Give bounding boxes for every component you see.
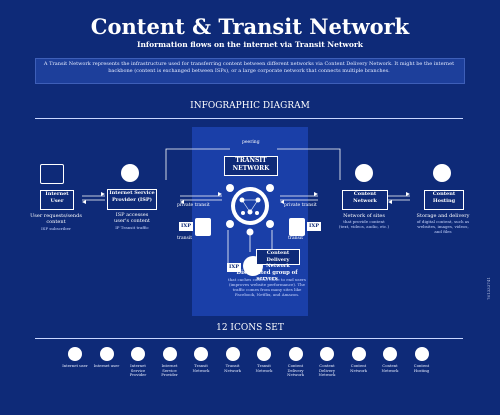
ixp-bottom-badge: IXP <box>227 263 241 272</box>
icon-set-label: Content Hosting <box>413 363 430 373</box>
icon-set-label: Transit Network <box>192 363 210 373</box>
cdn-caption-title: Distributed group of servers <box>236 270 298 282</box>
icon-set-label: Content Network <box>381 363 399 373</box>
cdn-server-icon <box>288 347 303 361</box>
icon-set-label: Internet Service Provider <box>129 363 147 377</box>
hosting-server-icon <box>433 164 451 182</box>
icon-set-item: Transit Network <box>249 347 279 373</box>
icon-set-item: Content Network <box>344 347 374 373</box>
transit-cloud-icon <box>257 347 271 361</box>
transit-globe-icon <box>226 184 274 236</box>
icon-set-label: Transit Network <box>224 363 241 373</box>
content-network-caption: Network of sites <box>343 213 385 219</box>
icon-set-label: Internet user <box>93 363 120 368</box>
icon-set-item: Content Network <box>375 347 405 373</box>
icon-set-item: Transit Network <box>218 347 248 373</box>
icons-row: Internet user Internet user Internet Servi… <box>60 347 440 387</box>
cdn-cloud-icon <box>320 347 334 361</box>
content-network-icon <box>355 164 373 182</box>
ixp-server-left-icon <box>195 218 211 236</box>
isp-caption: ISP accesses user's content <box>114 212 150 224</box>
transit-left-label: transit <box>177 236 193 241</box>
icon-set-item: Content Hosting <box>407 347 437 373</box>
isp-building-icon <box>162 347 177 361</box>
icon-set-label: Content Delivery Network <box>287 363 304 377</box>
icon-set-label: Internet user <box>62 363 88 368</box>
icon-set-item: Internet Service Provider <box>155 347 185 378</box>
user-icon <box>99 347 114 361</box>
ixp-right-badge: IXP <box>307 222 321 231</box>
cdn-box: Content Delivery Network <box>256 249 300 269</box>
isp-tower-icon <box>131 347 145 361</box>
icon-set-item: Internet Service Provider <box>123 347 153 378</box>
description-box <box>35 58 465 84</box>
private-transit-right-label: private transit <box>284 203 317 208</box>
isp-box: Internet Service Provider (ISP) <box>107 189 157 210</box>
transit-right-label: transit <box>288 236 304 241</box>
icon-set-label: Transit Network <box>255 363 273 373</box>
internet-user-detail: ISP subscriber <box>41 226 71 231</box>
internet-user-caption: User requests/sends content <box>30 213 82 225</box>
content-network-detail: that provide content (text, videos, audi… <box>338 219 390 229</box>
ixp-left-badge: IXP <box>179 222 193 231</box>
content-hosting-box: Content Hosting <box>424 190 464 210</box>
transit-network-icon <box>225 347 240 361</box>
icon-set-label: Internet Service Provider <box>161 363 178 377</box>
description-text: A Transit Network represents the infrast… <box>43 61 455 74</box>
icon-set-item: Transit Network <box>186 347 216 373</box>
content-cloud-icon <box>383 347 397 361</box>
diagram-section-title: INFOGRAPHIC DIAGRAM <box>190 101 310 111</box>
icon-set-item: Internet user <box>92 347 122 369</box>
isp-detail: IP Transit traffic <box>115 225 149 230</box>
icon-set-item: Internet user <box>60 347 90 369</box>
page-subtitle: Information flows on the internet via Tr… <box>136 40 364 49</box>
watermark-id: 761333741 <box>486 277 491 300</box>
transit-network-box: TRANSIT NETWORK <box>224 156 278 176</box>
icon-set-label: Content Delivery Network <box>318 363 336 377</box>
monitor-user-icon <box>68 347 82 361</box>
content-hosting-detail: of digital content, such as websites, im… <box>416 219 470 234</box>
monitor-user-icon <box>40 164 64 184</box>
cdn-caption-detail: that caches content close to end users (… <box>228 277 306 297</box>
private-transit-left-label: private transit <box>177 203 210 208</box>
divider <box>35 338 463 339</box>
content-network-icon <box>351 347 366 361</box>
hosting-server-icon <box>414 347 429 361</box>
transit-globe-icon <box>194 347 208 361</box>
icon-set-item: Content Delivery Network <box>312 347 342 378</box>
cdn-caption: Distributed group of servers <box>228 270 306 282</box>
ixp-server-right-icon <box>289 218 305 236</box>
divider <box>35 118 463 119</box>
icon-set-item: Content Delivery Network <box>281 347 311 378</box>
internet-user-box: Internet User <box>40 190 74 210</box>
content-network-box: Content Network <box>342 190 388 210</box>
page-title: Content & Transit Network <box>90 14 410 39</box>
content-hosting-caption: Storage and delivery <box>416 213 470 219</box>
icon-set-label: Content Network <box>350 363 367 373</box>
peering-label: peering <box>242 140 260 145</box>
icons-section-title: 12 ICONS SET <box>216 323 284 333</box>
isp-tower-icon <box>121 164 139 182</box>
